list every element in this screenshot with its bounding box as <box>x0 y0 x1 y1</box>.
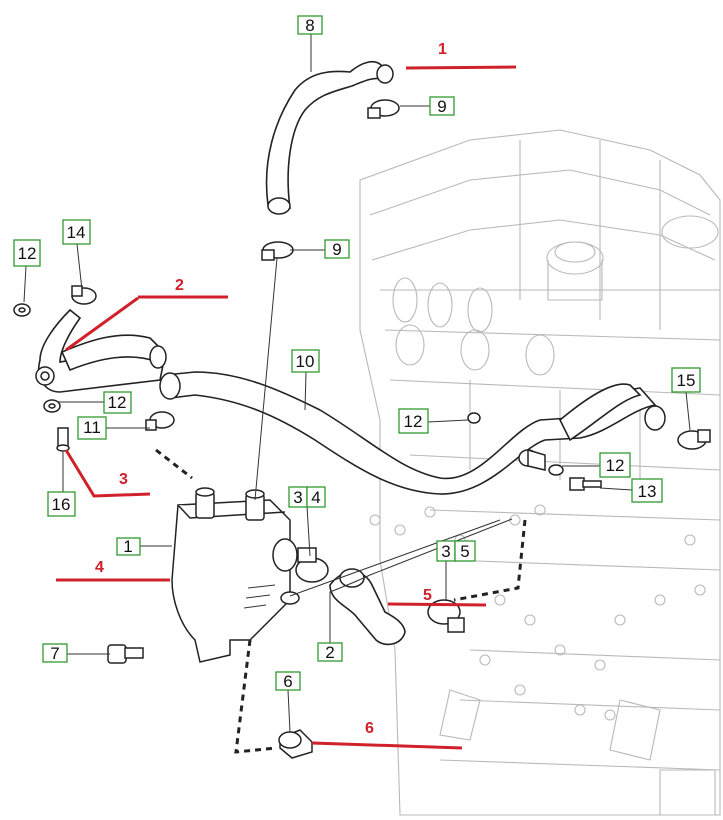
clamp-3-4[interactable] <box>295 547 329 583</box>
red-label-3: 3 <box>119 471 128 488</box>
svg-text:6: 6 <box>283 672 292 691</box>
callout-9-lower: 9 <box>324 239 350 259</box>
callout-16: 16 <box>47 491 76 517</box>
svg-text:12: 12 <box>108 393 127 412</box>
red-label-5: 5 <box>423 587 432 604</box>
engine-block-outline <box>359 129 721 816</box>
svg-text:2: 2 <box>325 643 334 662</box>
callout-8: 8 <box>297 15 323 35</box>
svg-text:12: 12 <box>606 456 625 475</box>
svg-text:1: 1 <box>123 537 132 556</box>
svg-text:14: 14 <box>67 223 86 242</box>
callout-10: 10 <box>291 349 320 373</box>
svg-text:13: 13 <box>638 482 657 501</box>
callout-12-left: 12 <box>103 391 132 414</box>
dashed-link-6 <box>234 639 277 754</box>
dashed-link-5 <box>453 519 527 602</box>
grommet-6[interactable] <box>278 729 313 759</box>
clamp-11[interactable] <box>145 411 175 431</box>
svg-text:7: 7 <box>50 644 59 663</box>
svg-text:16: 16 <box>52 495 71 514</box>
callout-6: 6 <box>275 671 301 691</box>
callout-13: 13 <box>631 478 663 503</box>
leader-lines <box>23 34 691 733</box>
red-label-6: 6 <box>365 720 374 737</box>
nipple-16[interactable] <box>56 427 70 452</box>
dashed-link-16 <box>155 448 193 480</box>
callout-1: 1 <box>116 537 141 556</box>
svg-text:12: 12 <box>404 412 423 431</box>
bolt-7[interactable] <box>107 644 144 664</box>
bolt-13[interactable] <box>569 477 602 491</box>
callout-12-mid: 12 <box>398 408 429 434</box>
callout-15: 15 <box>671 367 701 393</box>
hose-left-assembly[interactable] <box>38 308 166 393</box>
callout-12-right: 12 <box>599 452 631 478</box>
svg-text:10: 10 <box>296 352 315 371</box>
clamp-14[interactable] <box>71 285 97 305</box>
callout-9-top: 9 <box>429 96 455 116</box>
callout-2: 2 <box>317 642 343 662</box>
callout-4: 4 <box>306 486 326 508</box>
hose-8[interactable] <box>265 60 388 209</box>
callout-5: 5 <box>454 540 476 562</box>
svg-text:15: 15 <box>677 371 696 390</box>
oil-separator-1[interactable] <box>171 487 300 663</box>
svg-text:4: 4 <box>311 488 320 507</box>
red-annotation-lines <box>56 65 517 750</box>
svg-text:3: 3 <box>441 542 450 561</box>
hose-10-right-end <box>644 405 666 431</box>
svg-text:3: 3 <box>293 488 302 507</box>
fitting-hose-10-lower <box>518 448 546 471</box>
washer-12-mid[interactable] <box>467 412 481 424</box>
washer-12-right[interactable] <box>548 464 564 476</box>
hose-8-top-end <box>376 64 394 84</box>
callout-3-lower: 3 <box>436 540 456 562</box>
callout-3-top: 3 <box>288 486 308 508</box>
hose-2[interactable] <box>329 571 406 646</box>
red-label-2: 2 <box>175 277 184 294</box>
red-label-4: 4 <box>95 559 104 576</box>
clamp-15[interactable] <box>677 429 711 450</box>
clamp-9-lower[interactable] <box>261 241 294 261</box>
svg-text:11: 11 <box>83 418 101 437</box>
callout-12-top: 12 <box>13 239 41 267</box>
svg-text:12: 12 <box>18 244 37 263</box>
callout-11: 11 <box>77 416 107 440</box>
svg-text:9: 9 <box>332 240 341 259</box>
svg-text:8: 8 <box>305 16 314 35</box>
hose-10-branch <box>559 383 642 442</box>
red-label-1: 1 <box>438 41 447 58</box>
clamp-9-top[interactable] <box>367 99 400 119</box>
svg-text:5: 5 <box>460 542 469 561</box>
hose-left-end <box>149 345 167 369</box>
svg-text:9: 9 <box>437 97 446 116</box>
hose-8-end <box>267 197 291 215</box>
hose-10[interactable] <box>164 371 657 495</box>
hose-10-left-end <box>159 372 181 400</box>
callout-7: 7 <box>42 643 68 663</box>
callout-14: 14 <box>62 219 91 245</box>
